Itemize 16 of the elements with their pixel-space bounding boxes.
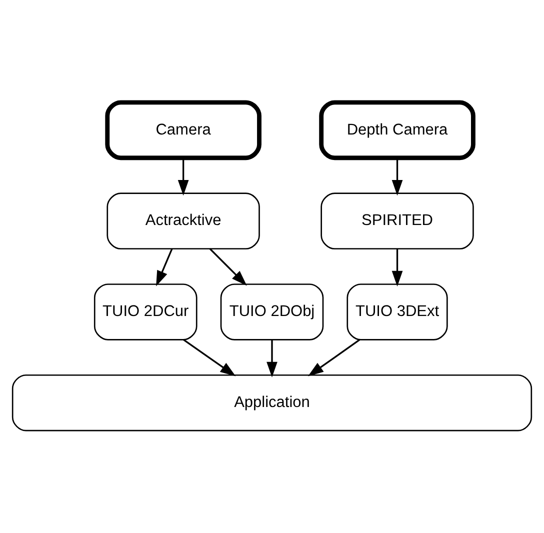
arrow	[266, 340, 278, 378]
arrow	[156, 248, 173, 286]
arrow	[209, 248, 247, 286]
arrow	[178, 158, 189, 196]
node-box: Actracktive	[106, 192, 260, 250]
node-box: Depth Camera	[319, 100, 476, 160]
node-box: TUIO 3DExt	[346, 284, 448, 340]
arrow	[392, 248, 403, 286]
node-box: TUIO 2DObj	[220, 284, 324, 340]
arrow	[392, 158, 403, 196]
node-box: TUIO 2DCur	[94, 284, 198, 340]
arrow	[183, 338, 236, 376]
node-box: Application	[12, 374, 532, 432]
node-box: Camera	[105, 100, 262, 160]
node-box: SPIRITED	[320, 192, 474, 250]
arrow	[308, 338, 360, 376]
